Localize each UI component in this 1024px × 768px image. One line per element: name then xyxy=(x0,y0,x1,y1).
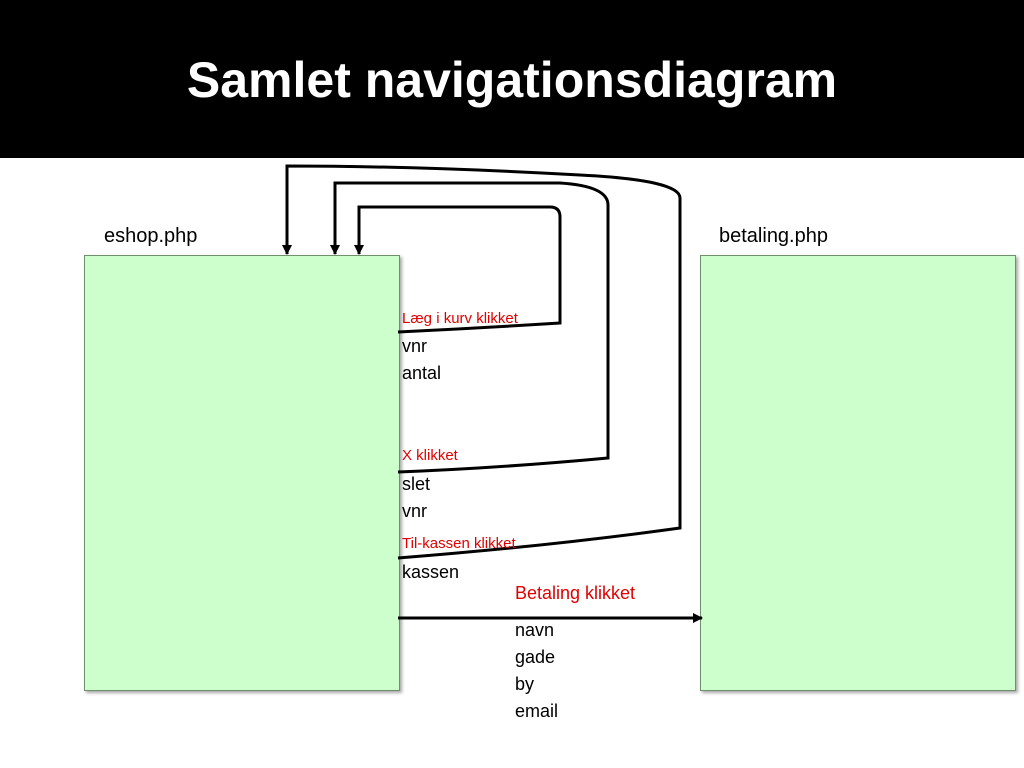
eshop-page-label: eshop.php xyxy=(104,225,198,247)
param-item: kassen xyxy=(402,562,460,582)
param-item: gade xyxy=(515,647,556,667)
param-list-x-klikket: slet vnr xyxy=(402,471,430,525)
param-item: navn xyxy=(515,620,555,640)
arrow-laeg-i-kurv xyxy=(354,205,562,334)
param-item: vnr xyxy=(402,501,428,521)
param-item: email xyxy=(515,701,559,721)
param-list-til-kassen: kassen xyxy=(402,559,459,586)
param-list-laeg-i-kurv: vnr antal xyxy=(402,333,441,387)
arrow-til-kassen xyxy=(282,164,682,560)
arrow-x-klikket xyxy=(330,181,610,474)
param-item: by xyxy=(515,674,535,694)
param-item: slet xyxy=(402,474,431,494)
param-item: vnr xyxy=(402,336,428,356)
param-list-betaling: navn gade by email xyxy=(515,617,558,725)
event-label-laeg-i-kurv: Læg i kurv klikket xyxy=(402,310,518,327)
title-bar xyxy=(0,0,1024,158)
page-title: Samlet navigationsdiagram xyxy=(186,52,838,108)
event-label-x-klikket: X klikket xyxy=(402,447,458,464)
eshop-page-box xyxy=(84,255,400,691)
param-item: antal xyxy=(402,363,442,383)
event-label-til-kassen: Til-kassen klikket xyxy=(402,535,516,552)
betaling-page-label: betaling.php xyxy=(719,225,828,247)
betaling-page-box xyxy=(700,255,1016,691)
event-label-betaling: Betaling klikket xyxy=(515,583,636,603)
